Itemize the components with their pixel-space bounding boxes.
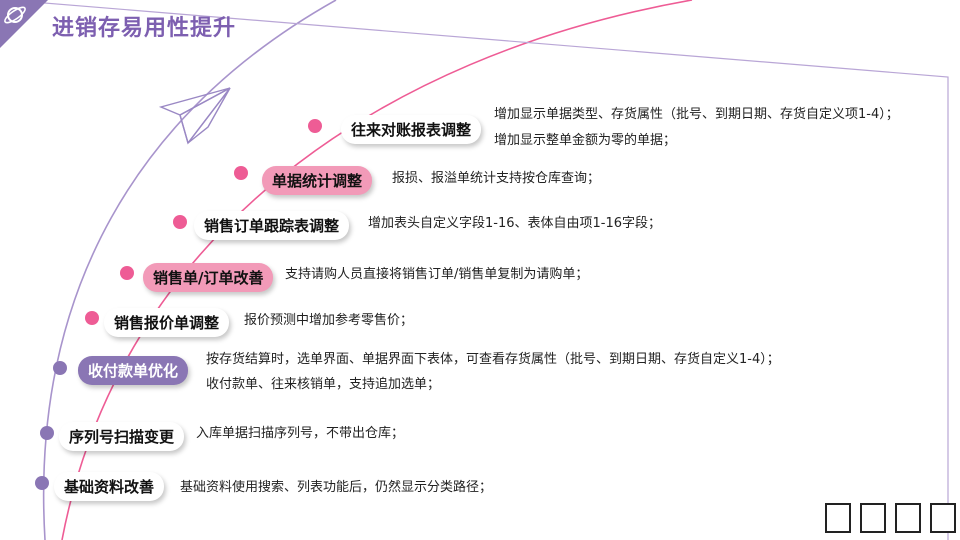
corner-square xyxy=(825,503,851,533)
item-desc-sales-order-tracking: 增加表头自定义字段1-16、表体自由项1-16字段； xyxy=(368,216,662,231)
item-label-document-statistics: 单据统计调整 xyxy=(262,166,373,195)
corner-logo xyxy=(0,0,48,48)
timeline-dot xyxy=(120,266,134,280)
item-desc-sales-quotation: 报价预测中增加参考零售价； xyxy=(244,313,414,328)
item-desc-document-statistics: 报损、报溢单统计支持按仓库查询； xyxy=(392,171,601,186)
item-desc-reconciliation-report-1: 增加显示单据类型、存货属性（批号、到期日期、存货自定义项1-4）； xyxy=(494,107,899,122)
item-label-sales-order-improve: 销售单/订单改善 xyxy=(143,263,274,292)
corner-square xyxy=(895,503,921,533)
item-label-serial-scan: 序列号扫描变更 xyxy=(59,422,185,451)
paper-airplane-icon xyxy=(158,87,231,145)
item-desc-payment-receipt-1: 按存货结算时，选单界面、单据界面下表体，可查看存货属性（批号、到期日期、存货自定… xyxy=(206,352,780,367)
item-label-basic-data: 基础资料改善 xyxy=(54,472,165,501)
item-label-payment-receipt: 收付款单优化 xyxy=(78,356,189,385)
page-title: 进销存易用性提升 xyxy=(52,16,237,41)
item-desc-reconciliation-report-2: 增加显示整单金额为零的单据； xyxy=(494,133,677,148)
item-desc-basic-data: 基础资料使用搜索、列表功能后，仍然显示分类路径； xyxy=(180,480,493,495)
item-desc-payment-receipt-2: 收付款单、往来核销单，支持追加选单； xyxy=(206,377,441,392)
timeline-dot xyxy=(35,476,49,490)
corner-square xyxy=(860,503,886,533)
item-label-sales-quotation: 销售报价单调整 xyxy=(104,308,230,337)
item-label-reconciliation-report: 往来对账报表调整 xyxy=(341,115,482,144)
timeline-dot xyxy=(308,119,322,133)
timeline-dot xyxy=(40,426,54,440)
timeline-dot xyxy=(173,215,187,229)
timeline-dot xyxy=(85,311,99,325)
item-desc-serial-scan: 入库单据扫描序列号，不带出仓库； xyxy=(196,426,405,441)
timeline-dot xyxy=(53,361,67,375)
item-label-sales-order-tracking: 销售订单跟踪表调整 xyxy=(194,211,350,240)
corner-square xyxy=(930,503,956,533)
orbit-icon xyxy=(4,6,26,24)
item-desc-sales-order-improve: 支持请购人员直接将销售订单/销售单复制为请购单； xyxy=(285,267,589,282)
timeline-dot xyxy=(234,166,248,180)
